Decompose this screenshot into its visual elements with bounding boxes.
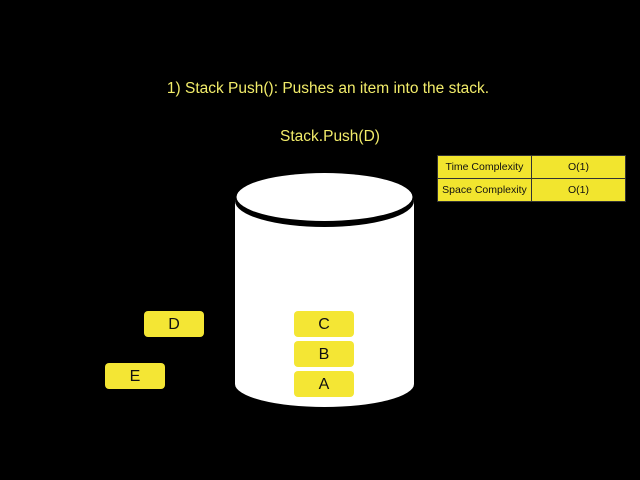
slide-title: 1) Stack Push(): Pushes an item into the… bbox=[166, 80, 490, 97]
operation-label: Stack.Push(D) bbox=[280, 128, 380, 145]
time-complexity-label: Time Complexity bbox=[437, 155, 532, 179]
stack-item-c: C bbox=[294, 311, 354, 337]
pending-item-d: D bbox=[144, 311, 204, 337]
table-row-space: Space Complexity O(1) bbox=[437, 178, 627, 202]
pending-item-e: E bbox=[105, 363, 165, 389]
stack-item-a: A bbox=[294, 371, 354, 397]
complexity-table: Time Complexity O(1) Space Complexity O(… bbox=[437, 155, 627, 202]
space-complexity-label: Space Complexity bbox=[437, 178, 532, 202]
space-complexity-value: O(1) bbox=[530, 178, 627, 202]
stack-item-b: B bbox=[294, 341, 354, 367]
table-row-time: Time Complexity O(1) bbox=[437, 155, 627, 179]
